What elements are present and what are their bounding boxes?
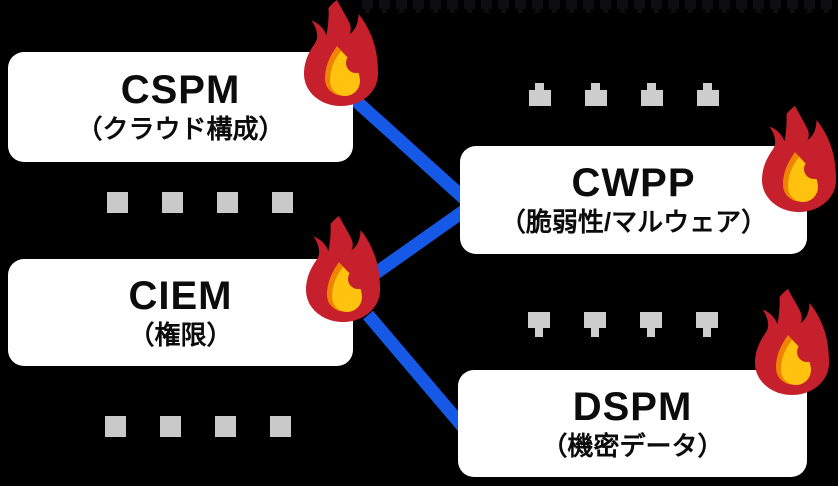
- tick-icon: [583, 0, 594, 14]
- square-dot: [162, 192, 183, 213]
- tick-icon: [396, 0, 407, 14]
- plug-up-icon: [529, 83, 551, 106]
- card-cwpp: CWPP （脆弱性/マルウェア）: [460, 146, 807, 254]
- card-cspm-subtitle: （クラウド構成）: [76, 114, 285, 144]
- plug-up-icon: [585, 83, 607, 106]
- tick-icon: [736, 0, 747, 14]
- card-ciem: CIEM （権限）: [8, 259, 353, 366]
- square-dot: [160, 416, 181, 437]
- tick-icon: [464, 0, 475, 14]
- card-cspm: CSPM （クラウド構成）: [8, 52, 353, 162]
- tick-icon: [634, 0, 645, 14]
- square-dot: [105, 416, 126, 437]
- tick-icon: [600, 0, 611, 14]
- connector-cspm-cwpp: [339, 85, 473, 207]
- tick-icon: [498, 0, 509, 14]
- tick-icon: [719, 0, 730, 14]
- tick-icon: [617, 0, 628, 14]
- decor-ticks-row: [362, 0, 832, 14]
- square-dot: [217, 192, 238, 213]
- plug-down-icon: [640, 312, 662, 337]
- square-dot: [215, 416, 236, 437]
- square-dot: [272, 192, 293, 213]
- tick-icon: [566, 0, 577, 14]
- tick-icon: [362, 0, 373, 14]
- decor-squares-row-ciem: [105, 416, 291, 437]
- tick-icon: [753, 0, 764, 14]
- tick-icon: [821, 0, 832, 14]
- card-ciem-title: CIEM: [128, 273, 233, 318]
- flame-icon: [306, 216, 380, 322]
- tick-icon: [549, 0, 560, 14]
- tick-icon: [685, 0, 696, 14]
- decor-squares-row-cspm: [107, 192, 293, 213]
- connector-ciem-cwpp: [362, 202, 472, 286]
- flame-icon: [762, 106, 836, 212]
- card-dspm-title: DSPM: [572, 384, 693, 429]
- connector-ciem-dspm: [363, 310, 469, 433]
- decor-plugs-down-row-dspm: [528, 312, 718, 337]
- tick-icon: [481, 0, 492, 14]
- card-dspm: DSPM （機密データ）: [458, 370, 807, 477]
- tick-icon: [702, 0, 713, 14]
- square-dot: [107, 192, 128, 213]
- tick-icon: [430, 0, 441, 14]
- tick-icon: [787, 0, 798, 14]
- flame-icon: [304, 0, 378, 106]
- plug-up-icon: [697, 83, 719, 106]
- plug-down-icon: [528, 312, 550, 337]
- tick-icon: [379, 0, 390, 14]
- plug-down-icon: [696, 312, 718, 337]
- square-dot: [270, 416, 291, 437]
- plug-down-icon: [584, 312, 606, 337]
- plug-up-icon: [641, 83, 663, 106]
- tick-icon: [770, 0, 781, 14]
- tick-icon: [668, 0, 679, 14]
- tick-icon: [515, 0, 526, 14]
- card-cspm-title: CSPM: [120, 68, 241, 112]
- tick-icon: [651, 0, 662, 14]
- decor-plugs-up-row-cwpp: [529, 83, 719, 106]
- tick-icon: [447, 0, 458, 14]
- card-dspm-subtitle: （機密データ）: [541, 430, 724, 461]
- card-ciem-subtitle: （権限）: [128, 319, 233, 350]
- card-cwpp-title: CWPP: [571, 161, 696, 205]
- card-cwpp-subtitle: （脆弱性/マルウェア）: [499, 207, 768, 237]
- tick-icon: [804, 0, 815, 14]
- tick-icon: [413, 0, 424, 14]
- flame-icon: [755, 289, 829, 395]
- tick-icon: [532, 0, 543, 14]
